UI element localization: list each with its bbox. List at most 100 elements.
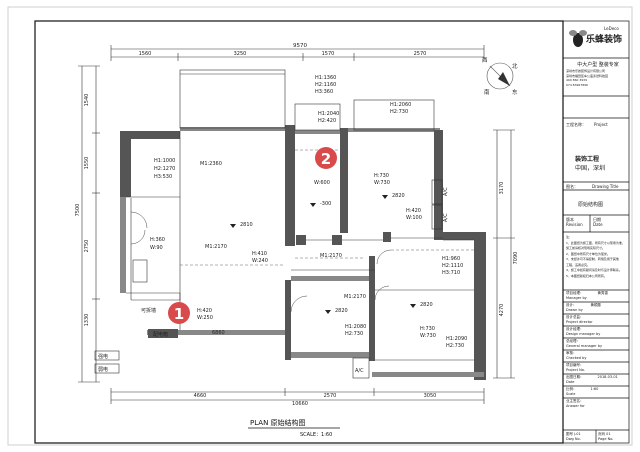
note-line: 1、此图纸为施工图，所有尺寸以现场为准， bbox=[566, 240, 625, 245]
page-label: 页码 bbox=[598, 432, 605, 436]
project-location: 中国，深圳 bbox=[575, 165, 606, 172]
removable-wall-label: 可拆墙 bbox=[141, 307, 156, 314]
revision-en: Revision bbox=[566, 222, 583, 227]
win-tr-h2: H2:730 bbox=[390, 109, 408, 115]
dim-bottom-total: 10660 bbox=[292, 401, 308, 407]
bottom-dimension-lines bbox=[110, 388, 485, 404]
row-value: 黄顺藤 bbox=[590, 303, 602, 307]
sheet-no-en: Dwg No. bbox=[566, 436, 581, 441]
company-line: 400 860 3939 bbox=[566, 78, 587, 82]
logo-tag: LeDeco bbox=[604, 26, 619, 31]
title-block-row: 设计总监：Project director bbox=[566, 315, 628, 324]
sheet-label: 图名： bbox=[566, 184, 578, 189]
legend-weak: 弱电 bbox=[98, 366, 108, 373]
row-label-en: Design manager by bbox=[566, 331, 601, 336]
dim-bottom-3: 3050 bbox=[424, 393, 437, 399]
row-label: 出图日期： bbox=[566, 375, 584, 379]
date: 日期 Date bbox=[593, 217, 603, 227]
row-label-en: Project No. bbox=[566, 367, 585, 372]
note-line: 施工前请核对现场实际尺寸。 bbox=[566, 246, 606, 250]
level-markers bbox=[230, 195, 416, 314]
row-label: 总经理： bbox=[566, 339, 580, 343]
br-door-h: H:730 bbox=[420, 326, 435, 332]
note-line: 工程，违者必究。 bbox=[566, 262, 591, 267]
dim-top-3: 1570 bbox=[322, 51, 335, 57]
bath-left-w: W:250 bbox=[197, 315, 213, 321]
rside-h: H:420 bbox=[406, 208, 421, 214]
sheet-name: 原始结构图 bbox=[578, 202, 604, 208]
br-h1: H1:960 bbox=[442, 256, 460, 262]
bee-logo-icon bbox=[569, 30, 587, 47]
revision: 版本 Revision bbox=[566, 217, 583, 227]
top-dimension-lines bbox=[110, 45, 485, 61]
row-label-en: Answer for bbox=[566, 403, 585, 408]
row-value: 黄秀香 bbox=[597, 291, 609, 295]
mid-level: 2820 bbox=[335, 308, 348, 314]
mid-m1-b: M1:2170 bbox=[344, 294, 366, 300]
br-door2-h2: H2:730 bbox=[446, 343, 464, 349]
left-dimension-lines bbox=[78, 65, 100, 383]
row-label-en: Project director bbox=[566, 319, 593, 324]
kitchen-w: W:90 bbox=[150, 245, 163, 251]
notes: 注： 1、此图纸为施工图，所有尺寸以现场为准， 施工前请核对现场实际尺寸。 2、… bbox=[566, 235, 628, 279]
note-line: 2、图纸中所有尺寸单位为毫米。 bbox=[566, 251, 610, 256]
title-block-row: 设计经理：Design manager by bbox=[566, 327, 628, 336]
row-label-en: Checked by bbox=[566, 355, 587, 360]
title-block-row: 业主签名：Answer for bbox=[566, 399, 628, 408]
dim-bottom-2: 2570 bbox=[324, 393, 337, 399]
dim-bottom-1: 4660 bbox=[194, 393, 207, 399]
mid-door-h: H:410 bbox=[252, 251, 267, 257]
small-room-h2: H2:1270 bbox=[154, 166, 175, 172]
row-label: 设计经理： bbox=[566, 327, 584, 331]
company-line: 深圳市乐蜂装饰设计有限公司 bbox=[566, 69, 606, 73]
title-block-row: 总经理：General manager by bbox=[566, 339, 628, 348]
page-no: 页码 01 Page No. bbox=[598, 432, 613, 441]
page-en: Page No. bbox=[598, 436, 614, 441]
door-m1: M1:2360 bbox=[200, 161, 222, 167]
marker-1: 1 bbox=[168, 302, 190, 324]
sheet-no: 图号 J-01 Dwg No. bbox=[566, 432, 581, 441]
ac-2: A/C bbox=[443, 213, 449, 222]
mid-door-h1: H1:2080 bbox=[345, 324, 366, 330]
mid-door-h2: H2:730 bbox=[345, 331, 363, 337]
inner-dim: 6860 bbox=[212, 330, 225, 336]
rtop-h: H:730 bbox=[374, 173, 389, 179]
row-label-en: Drawn by bbox=[566, 307, 583, 312]
compass-north: 北 bbox=[512, 62, 518, 70]
living-m1: M1:2170 bbox=[205, 244, 227, 250]
dim-top-2: 3250 bbox=[234, 51, 247, 57]
rtop-level: 2820 bbox=[392, 193, 405, 199]
door-swings bbox=[130, 211, 392, 313]
power-box-label: 配电箱 bbox=[153, 331, 168, 338]
plan-scale: SCALE：1:60 bbox=[300, 432, 332, 438]
rside-w: W:100 bbox=[406, 215, 422, 221]
revision-label: 版本 bbox=[566, 217, 574, 222]
row-label: 审核： bbox=[566, 351, 577, 355]
compass-rose: 西 北 东 南 bbox=[482, 57, 518, 96]
company-info: 深圳市乐蜂装饰设计有限公司 深圳市福田区车公庙泰然科技园 400 860 393… bbox=[566, 69, 628, 87]
room-annotations: H1:1360 H2:1160 H3:360 H1:2040 H2:420 H1… bbox=[141, 75, 467, 374]
page-value: 01 bbox=[606, 432, 611, 436]
dim-right-1: 3170 bbox=[499, 182, 505, 195]
note-line: 3、未经许可不得复制、转借及用于其他 bbox=[566, 257, 619, 261]
win-tm-h1: H1:2040 bbox=[318, 111, 339, 117]
dim-left-1: 1540 bbox=[84, 94, 90, 107]
win-tr-h1: H1:2060 bbox=[390, 102, 411, 108]
sheet-shadow bbox=[7, 6, 633, 446]
dim-right-2: 7090 bbox=[513, 252, 519, 265]
project-name: 装饰工程 bbox=[575, 156, 600, 163]
row-label: 设计总监： bbox=[566, 315, 584, 319]
rtop-w: W:730 bbox=[374, 180, 390, 186]
sheet-en: Drawing Title bbox=[592, 184, 619, 189]
row-value: 1:60 bbox=[590, 387, 599, 391]
interior-lines bbox=[126, 69, 474, 379]
row-label-en: Date bbox=[566, 379, 575, 384]
note-line: 5、本图纸版权归本公司所有。 bbox=[566, 273, 607, 278]
row-label: 比例： bbox=[566, 387, 577, 391]
br-door2-h1: H1:2090 bbox=[446, 336, 467, 342]
company-line: 深圳市福田区车公庙泰然科技园 bbox=[566, 73, 609, 78]
